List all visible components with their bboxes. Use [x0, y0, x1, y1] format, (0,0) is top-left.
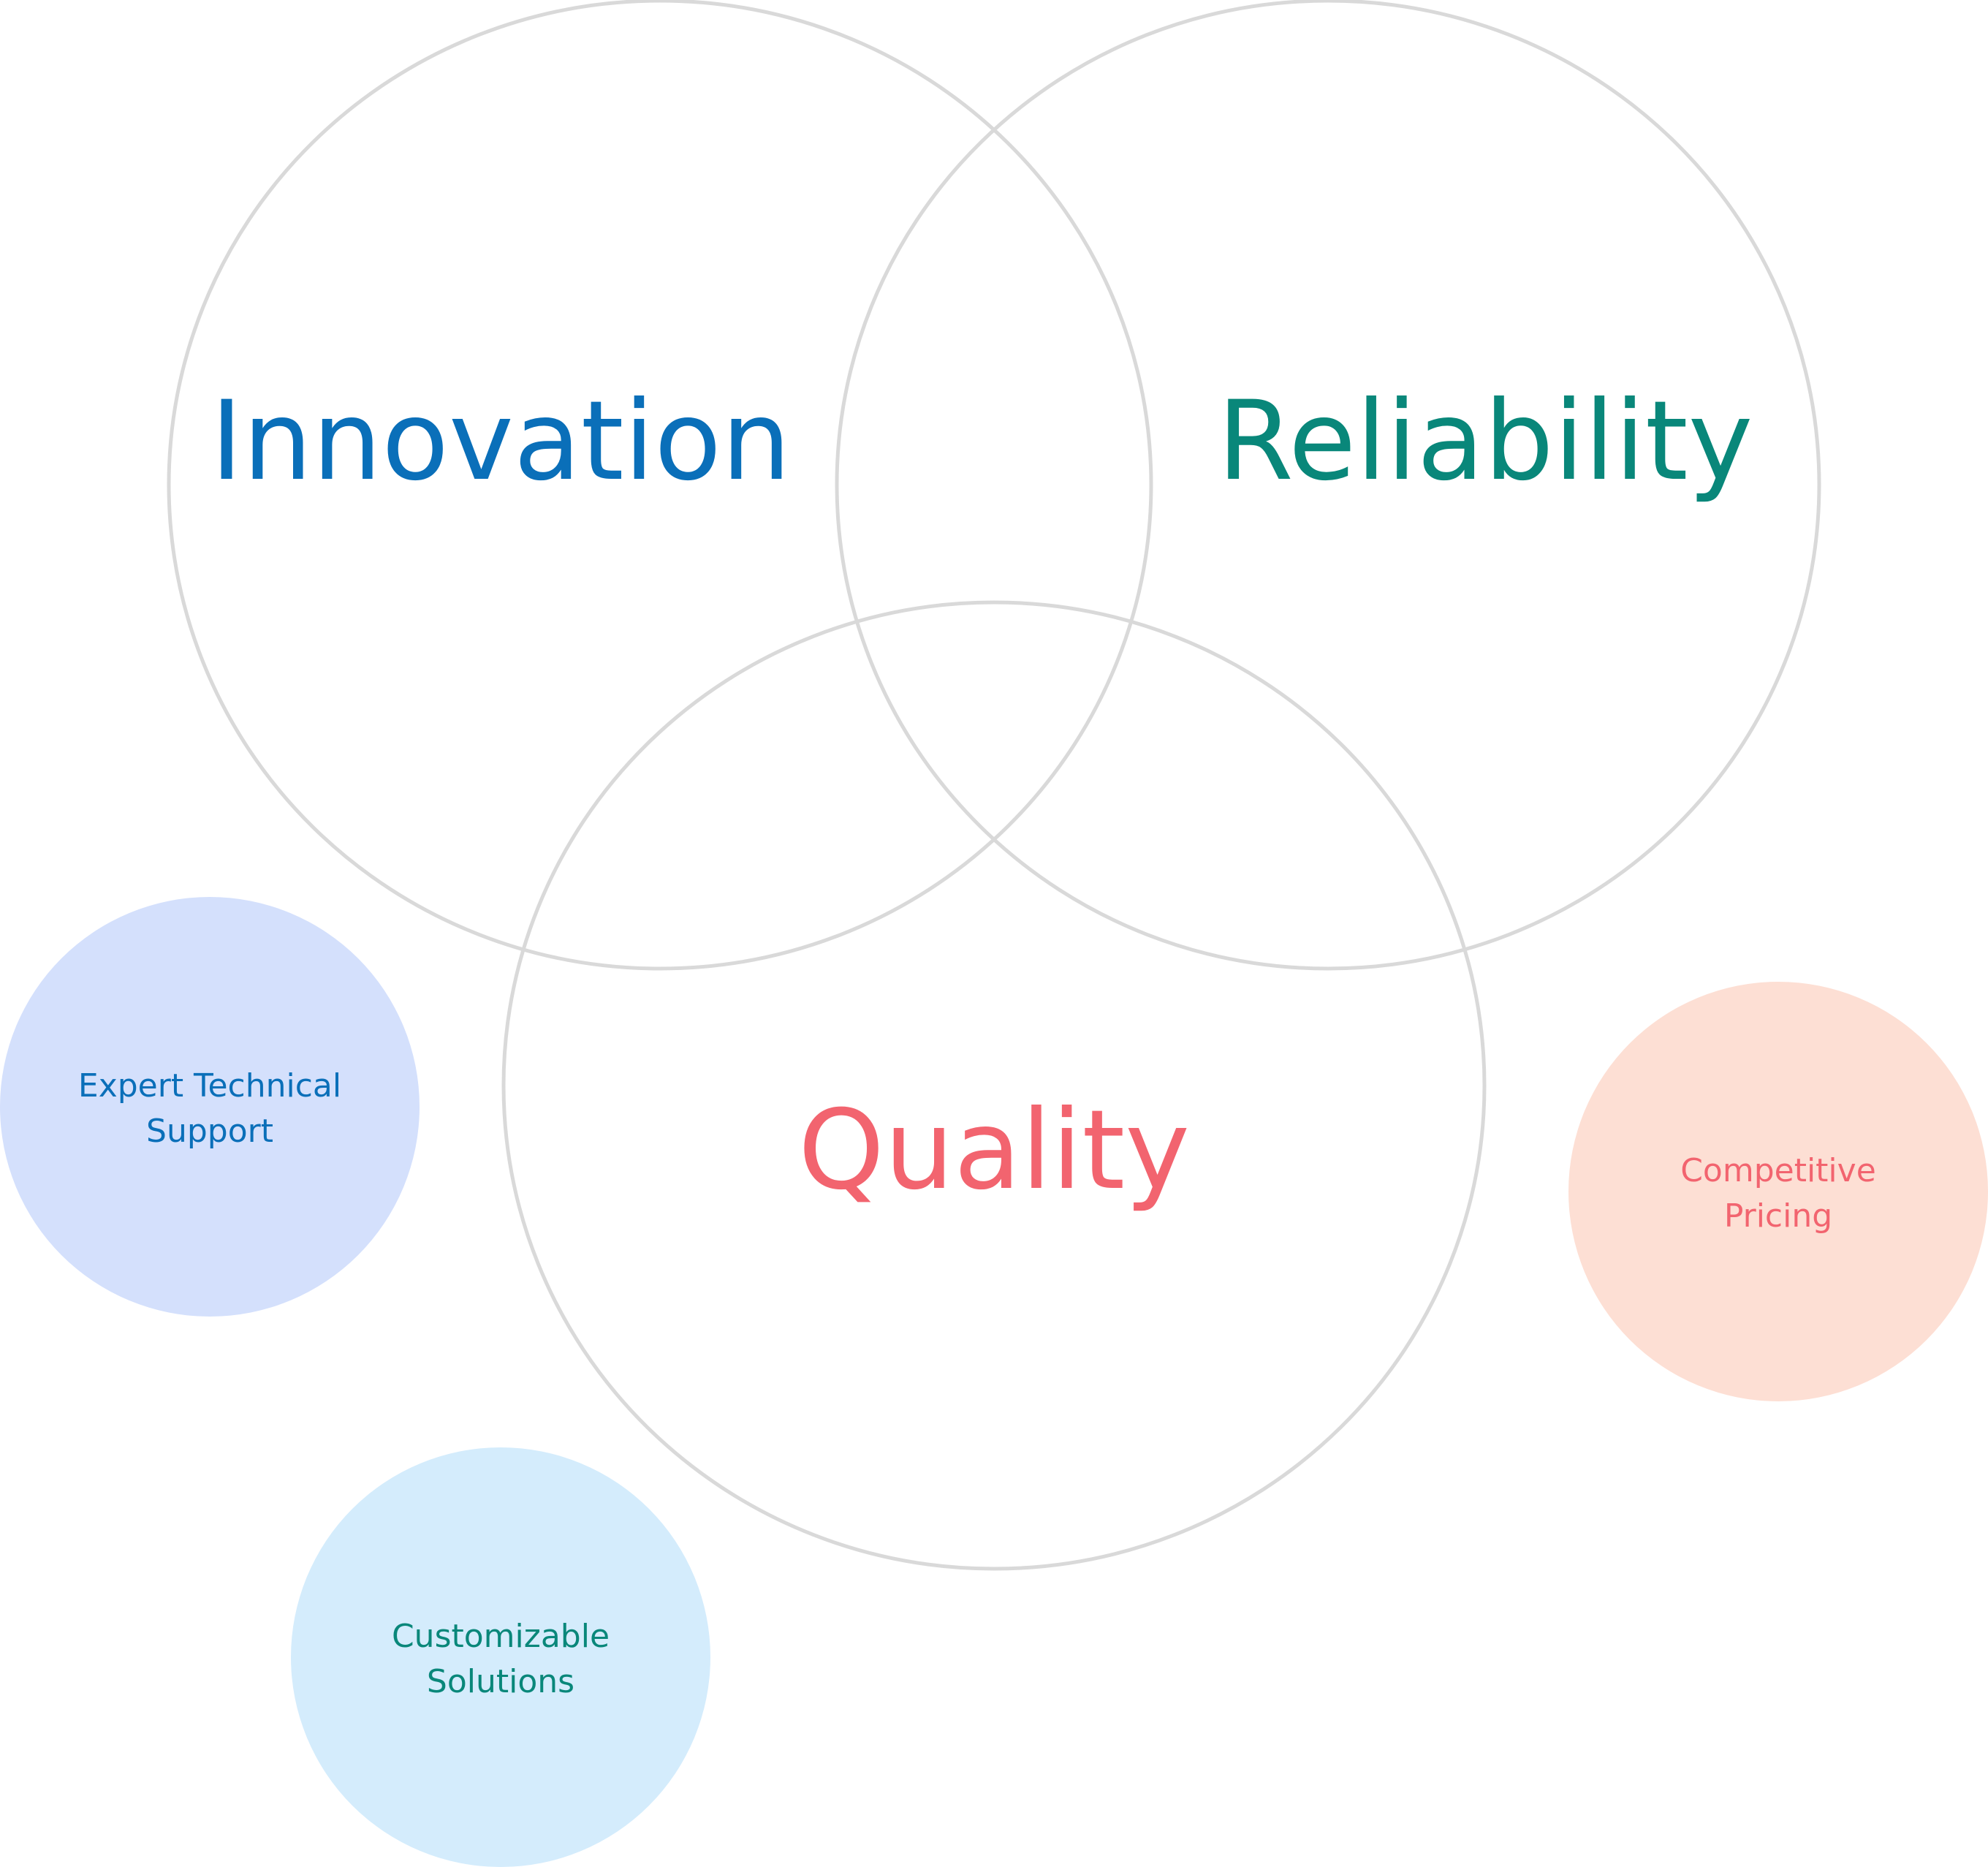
- circle-quality: [501, 600, 1487, 1571]
- label-reliability: Reliability: [1218, 378, 1753, 505]
- bubble-customizable-solutions: Customizable Solutions: [291, 1447, 710, 1867]
- bubble-label-line: Solutions: [427, 1663, 574, 1700]
- label-innovation: Innovation: [210, 378, 791, 505]
- bubble-label-line: Expert Technical: [78, 1067, 341, 1105]
- bubble-label-line: Customizable: [392, 1618, 610, 1655]
- bubble-label-line: Support: [146, 1113, 273, 1150]
- circle-reliability: [835, 0, 1821, 971]
- bubble-label-line: Pricing: [1724, 1197, 1832, 1235]
- label-quality: Quality: [798, 1087, 1190, 1214]
- bubble-competitive-pricing: Competitive Pricing: [1568, 982, 1988, 1401]
- bubble-expert-technical-support: Expert Technical Support: [0, 897, 420, 1317]
- circle-innovation: [167, 0, 1153, 971]
- bubble-label-line: Competitive: [1680, 1152, 1876, 1189]
